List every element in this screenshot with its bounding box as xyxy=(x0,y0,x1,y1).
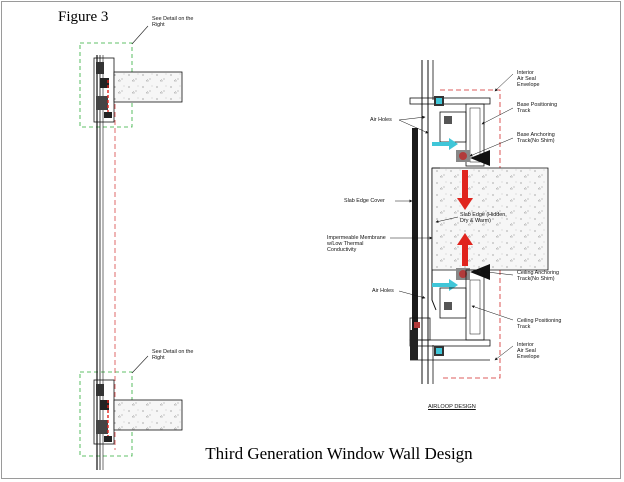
label-ceiling-anchoring-track: Ceiling Anchoring Track(No Shim) xyxy=(517,270,559,283)
label-impermeable-membrane: Impermeable Membrane w/Low Thermal Condu… xyxy=(327,235,386,254)
label-interior-air-seal-top: Interior Air Seal Envelope xyxy=(517,70,540,89)
label-interior-air-seal-bottom: Interior Air Seal Envelope xyxy=(517,342,540,361)
air-flow-arrow-top xyxy=(432,138,458,150)
left-section xyxy=(79,25,183,470)
right-detail xyxy=(390,60,549,384)
anchoring-arrow-top xyxy=(457,170,473,210)
label-slab-edge: Slab Edge (Hidden, Dry & Warm) xyxy=(460,212,507,225)
air-flow-arrow-bottom xyxy=(432,279,458,291)
figure-label: Figure 3 xyxy=(58,9,109,25)
slab-edge-cover xyxy=(412,128,418,336)
anchoring-arrow-bottom xyxy=(457,233,473,266)
floor-slab-top xyxy=(113,71,183,103)
label-air-holes-top: Air Holes xyxy=(370,117,392,123)
detail-title: AIRLOOP DESIGN xyxy=(428,404,476,410)
label-slab-edge-cover: Slab Edge Cover xyxy=(344,198,385,204)
figure-caption: Third Generation Window Wall Design xyxy=(205,444,473,463)
label-base-positioning-track: Base Positioning Track xyxy=(517,102,558,115)
floor-slab-bottom xyxy=(113,399,183,431)
label-base-anchoring-track: Base Anchoring Track(No Shim) xyxy=(517,132,555,145)
see-detail-label-top: See Detail on the Right xyxy=(152,16,194,29)
label-ceiling-positioning-track: Ceiling Positioning Track xyxy=(517,318,562,331)
see-detail-label-bottom: See Detail on the Right xyxy=(152,349,194,362)
label-air-holes-bottom: Air Holes xyxy=(372,288,394,294)
